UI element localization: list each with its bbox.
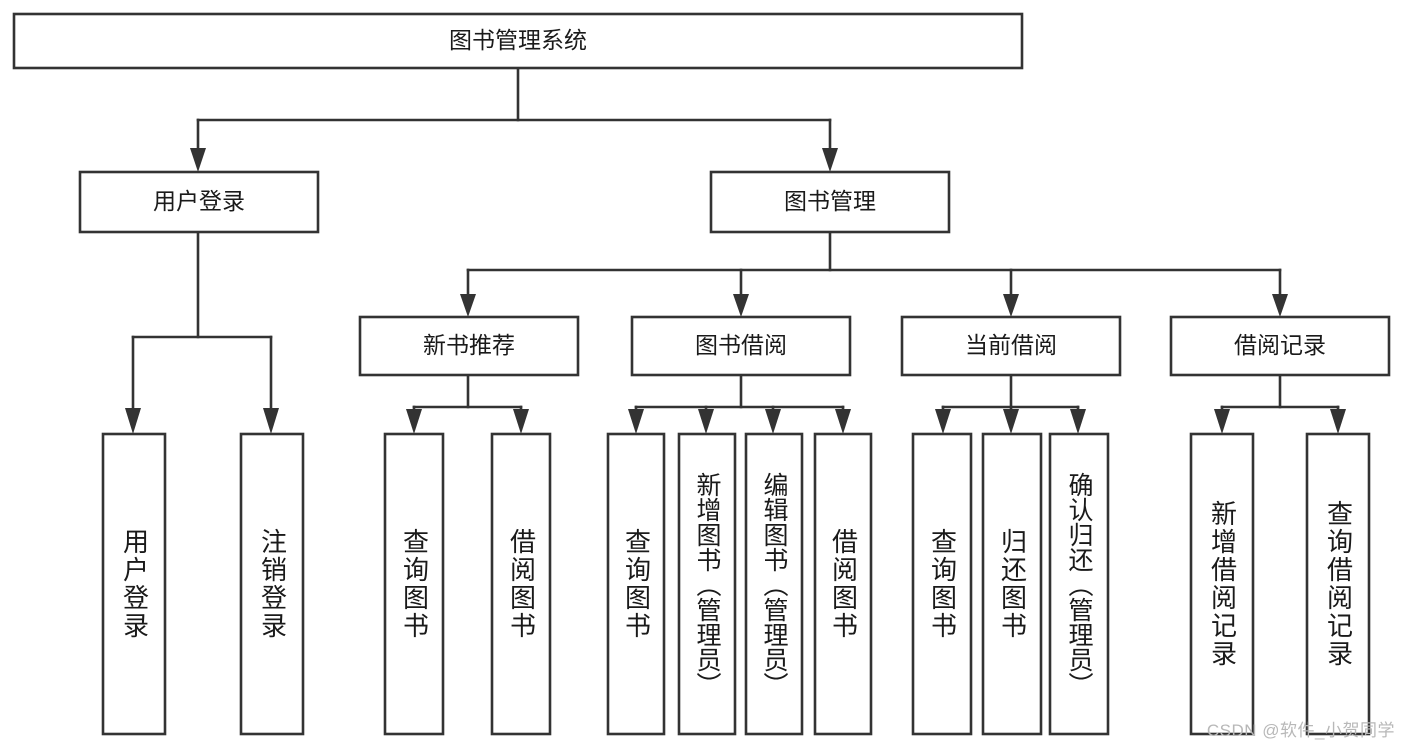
leaf-box-user-login-2[interactable]	[239, 432, 305, 736]
leaf-box-book-borrow-4[interactable]	[813, 432, 873, 736]
node-user-login[interactable]: 用户登录	[78, 170, 320, 234]
node-book-management-label: 图书管理	[784, 188, 876, 214]
leaf-box-book-borrow-1[interactable]	[606, 432, 666, 736]
csdn-watermark: CSDN @软件_小贺同学	[1206, 721, 1395, 740]
leaf-box-borrow-record-2[interactable]	[1305, 432, 1371, 736]
node-user-login-label: 用户登录	[153, 188, 245, 214]
node-book-borrow-label: 图书借阅	[695, 332, 787, 358]
node-root-label: 图书管理系统	[449, 27, 587, 53]
node-book-borrow[interactable]: 图书借阅	[630, 315, 852, 377]
node-borrow-record[interactable]: 借阅记录	[1169, 315, 1391, 377]
leaf-box-new-book-2[interactable]	[490, 432, 552, 736]
leaf-box-new-book-1[interactable]	[383, 432, 445, 736]
node-current-borrow[interactable]: 当前借阅	[900, 315, 1122, 377]
connector-root-to-level1	[190, 66, 838, 172]
connector-newbook-to-leaves	[406, 373, 529, 434]
node-borrow-record-label: 借阅记录	[1234, 332, 1326, 358]
node-book-management[interactable]: 图书管理	[709, 170, 951, 234]
connector-borrowrecord-to-leaves	[1214, 373, 1346, 434]
leaf-box-borrow-record-1[interactable]	[1189, 432, 1255, 736]
leaf-box-current-borrow-2[interactable]	[981, 432, 1043, 736]
node-new-book-recommend[interactable]: 新书推荐	[358, 315, 580, 377]
leaf-box-current-borrow-1[interactable]	[911, 432, 973, 736]
connector-bookmanage-to-level2	[460, 230, 1288, 317]
connector-currentborrow-to-leaves	[935, 373, 1086, 434]
connector-bookborrow-to-leaves	[628, 373, 851, 434]
leaf-box-user-login-1[interactable]	[101, 432, 167, 736]
node-root[interactable]: 图书管理系统	[12, 12, 1024, 70]
leaf-box-book-borrow-3[interactable]	[744, 432, 804, 736]
leaf-box-book-borrow-2[interactable]	[677, 432, 737, 736]
node-new-book-recommend-label: 新书推荐	[423, 332, 515, 358]
node-current-borrow-label: 当前借阅	[965, 332, 1057, 358]
leaf-box-current-borrow-3[interactable]	[1048, 432, 1110, 736]
connector-userlogin-to-leaves	[125, 230, 279, 434]
